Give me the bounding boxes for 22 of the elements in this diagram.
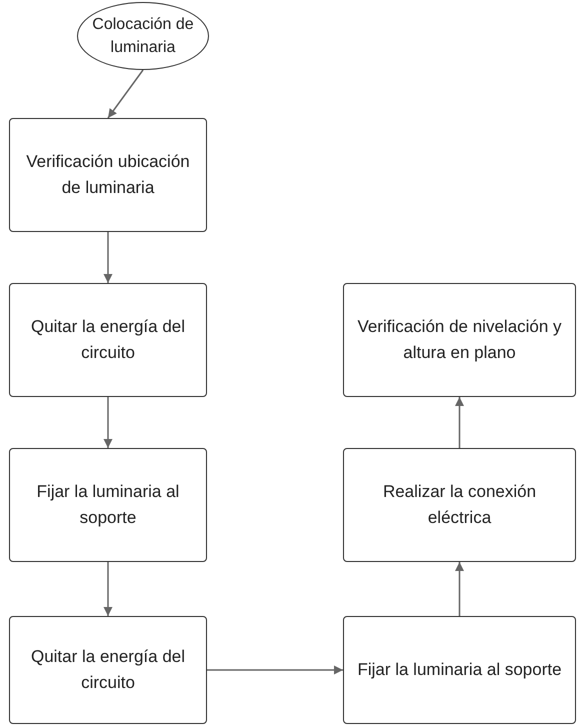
process-box [9,448,207,562]
process-box [343,616,576,724]
arrow [104,232,112,283]
node-text: Verificación de nivelación y altura en plano [356,316,563,364]
arrow [207,666,343,674]
node-text: Verificación ubicación de luminaria [25,150,191,199]
process-box [9,118,207,232]
process-box [9,616,207,724]
arrow [104,397,112,448]
node-text: Quitar la energía del circuito [30,646,186,694]
process-box [9,283,207,397]
process-box [343,283,576,397]
arrow [104,562,112,616]
node-text: Quitar la energía del circuito [30,316,186,364]
process-box [343,448,576,562]
node-text: Fijar la luminaria al soporte [36,480,180,529]
node-text: Realizar la conexión eléctrica [382,480,538,529]
node-text: Colocación de luminaria [91,14,195,58]
arrow [455,562,464,616]
arrow [107,70,144,118]
node-text: Fijar la luminaria al soporte [357,658,562,681]
arrow [455,397,464,448]
